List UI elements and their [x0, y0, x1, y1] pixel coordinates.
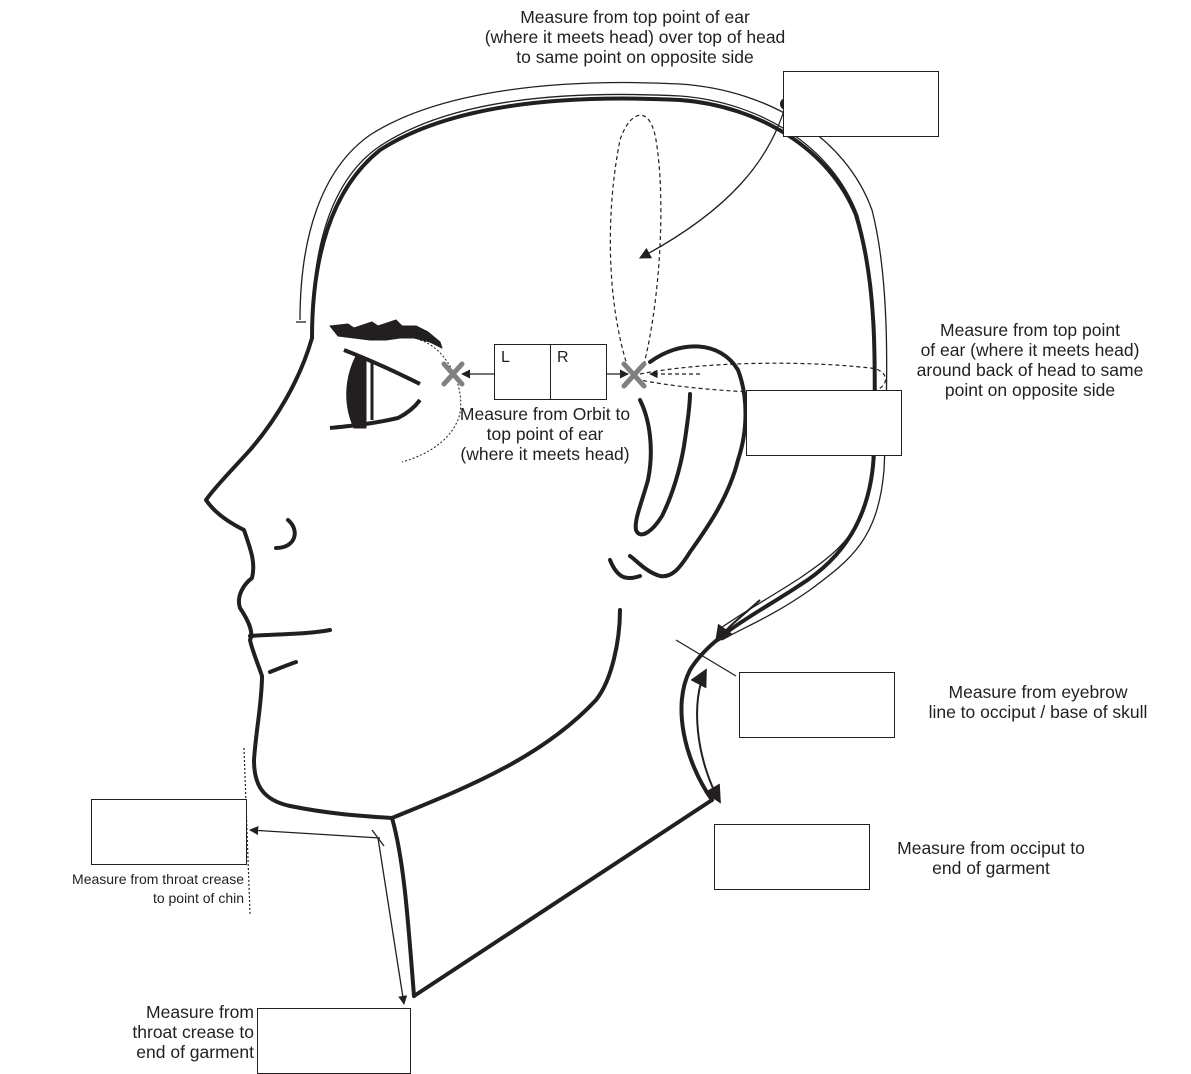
throat-to-chin-label: Measure from throat crease to point of c…: [0, 870, 244, 908]
chin-crease: [270, 662, 296, 672]
eyebrow-to-occiput-label: Measure from eyebrow line to occiput / b…: [893, 682, 1183, 722]
throat-to-garment-label: Measure from throat crease to end of gar…: [90, 1002, 254, 1062]
garment-end-line: [414, 800, 712, 996]
eye-lower-line: [330, 400, 420, 428]
throat-front-line: [392, 818, 414, 996]
right-side-cell[interactable]: R: [550, 345, 606, 399]
throat-to-chin-arrow: [250, 830, 380, 838]
occiput-to-garment-label: Measure from occiput to end of garment: [868, 838, 1114, 878]
over-head-measurement-box[interactable]: [783, 71, 939, 137]
throat-to-chin-box[interactable]: [91, 799, 247, 865]
side-selection-box: L R: [494, 344, 607, 400]
over-head-label: Measure from top point of ear (where it …: [415, 7, 855, 67]
around-back-dashed-loop: [640, 363, 886, 393]
eyebrow-to-occiput-box[interactable]: [739, 672, 895, 738]
x-mark-icon: [624, 364, 644, 386]
left-side-cell[interactable]: L: [495, 345, 550, 399]
neck-back-band: [676, 466, 884, 676]
over-head-dashed-loop: [610, 115, 661, 368]
around-back-measurement-box[interactable]: [746, 390, 902, 456]
mouth-line: [250, 630, 330, 636]
throat-to-garment-box[interactable]: [257, 1008, 411, 1074]
around-back-label: Measure from top point of ear (where it …: [880, 320, 1180, 400]
over-head-pointer: [640, 104, 786, 258]
orbit-to-ear-label: Measure from Orbit to top point of ear (…: [420, 404, 670, 464]
x-mark-icon: [444, 364, 462, 384]
nostril-curve: [276, 520, 295, 548]
iris: [347, 356, 366, 428]
occiput-to-garment-box[interactable]: [714, 824, 870, 890]
eyebrow: [330, 320, 442, 348]
jaw-to-neck-line: [392, 610, 620, 818]
